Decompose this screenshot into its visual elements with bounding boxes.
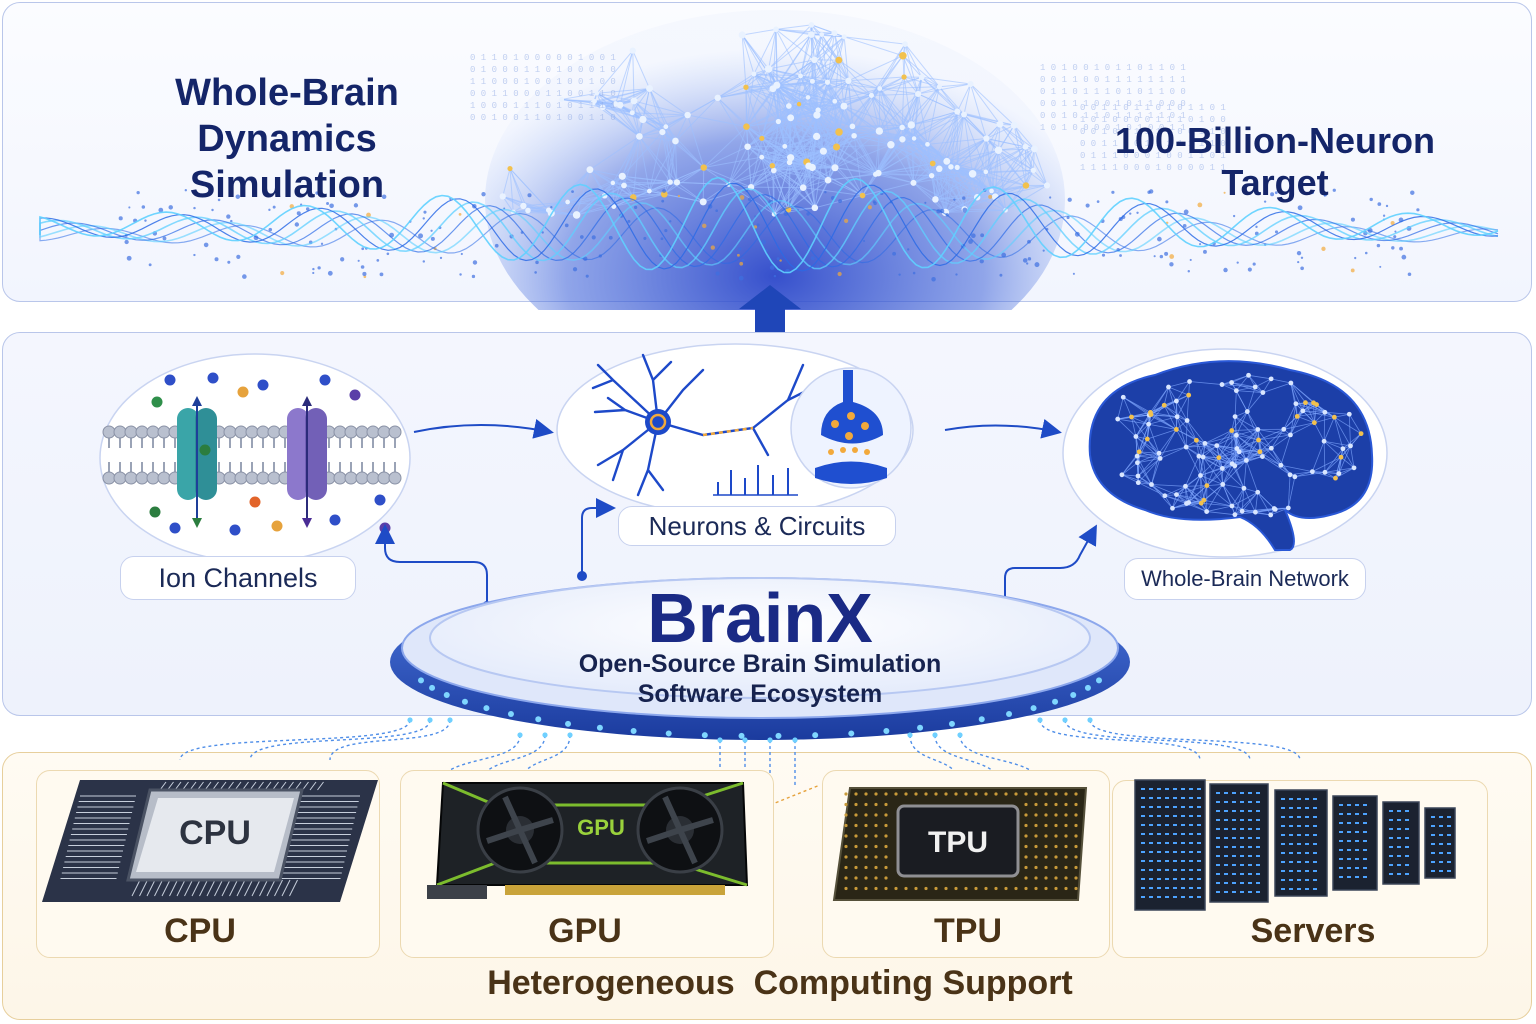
svg-text:1 0 0 0 1 1 1 0 1 0 1 1 1 1: 1 0 0 0 1 1 1 0 1 0 1 1 1 1 — [470, 101, 616, 111]
tpu-chip-text: TPU — [928, 826, 988, 859]
gpu-chip-text: GPU — [577, 815, 625, 840]
cpu-chip-image: CPU — [42, 780, 378, 902]
arrow-ion-to-neuron — [413, 419, 554, 439]
brainx-subtitle-line1: Open-Source Brain Simulation — [578, 650, 942, 678]
signal-waves — [39, 176, 1499, 274]
gpu-card-image: GPU — [427, 781, 749, 899]
svg-text:0 0 1 0 1 1 0 1 1 1 1 1 0 1: 0 0 1 0 1 1 0 1 1 1 1 1 0 1 — [1040, 111, 1186, 121]
platform-lights — [417, 677, 1103, 739]
binary-stream: 0 1 1 0 1 0 0 0 0 0 1 0 0 1 0 1 0 0 0 1 … — [470, 53, 1226, 173]
whole-brain-network-label: Whole-Brain Network — [1124, 558, 1366, 600]
neuron-circuit-illustration — [556, 343, 914, 517]
gpu-label: GPU — [548, 912, 622, 950]
svg-text:1 1 1 1 0 0 0 1 0 0 0 0 1 1: 1 1 1 1 0 0 0 1 0 0 0 0 1 1 — [1080, 163, 1226, 173]
svg-text:0 1 1 1 0 0 0 1 0 0 1 1 0 1: 0 1 1 1 0 0 0 1 0 0 1 1 0 1 — [1080, 151, 1226, 161]
svg-text:1 1 0 0 0 1 0 0 1 0 0 1 0 0: 1 1 0 0 0 1 0 0 1 0 0 1 0 0 — [470, 77, 616, 87]
svg-text:1 0 1 0 0 1 0 1 1 0 1 1 0 1: 1 0 1 0 0 1 0 1 1 0 1 1 0 1 — [1040, 63, 1186, 73]
neurons-circuits-label: Neurons & Circuits — [618, 506, 896, 546]
svg-text:0 0 1 1 0 1 1 0 1 0 1 1 0 1: 0 0 1 1 0 1 1 0 1 0 1 1 0 1 — [1080, 103, 1226, 113]
gpu-pcie-connector — [505, 885, 725, 895]
brainx-subtitle-line2: Software Ecosystem — [637, 680, 883, 708]
platform-top — [429, 577, 1091, 699]
postsynaptic-terminal — [815, 461, 887, 484]
ion-channel-illustration — [99, 353, 411, 563]
spike-train — [713, 465, 798, 496]
brain-network-nodes — [1115, 372, 1364, 518]
cpu-chip-text: CPU — [179, 814, 251, 852]
svg-text:0 0 1 0 1 1 1 1 1 0 0 1 1 0: 0 0 1 0 1 1 1 1 1 0 0 1 1 0 — [1080, 127, 1226, 137]
servers-label: Servers — [1250, 912, 1376, 950]
tpu-label: TPU — [934, 912, 1002, 950]
brain-wave-illustration: 0 1 1 0 1 0 0 0 0 0 1 0 0 1 0 1 0 0 0 1 … — [39, 10, 1499, 310]
top-title-line2: Dynamics Simulation — [189, 118, 385, 206]
neuron-soma — [645, 409, 671, 435]
link-platform-network — [1004, 524, 1097, 603]
svg-text:0 1 0 0 0 1 1 0 1 0 0 0 1 0: 0 1 0 0 0 1 1 0 1 0 0 0 1 0 — [470, 65, 616, 75]
arrow-neuron-to-network — [944, 418, 1062, 439]
tpu-die — [896, 804, 1020, 878]
tpu-board-image: TPU — [832, 787, 1088, 901]
svg-text:1 0 1 0 0 0 0 1 0 1 0 0 1 1: 1 0 1 0 0 0 0 1 0 1 0 0 1 1 — [1040, 123, 1186, 133]
gpu-fan-right — [636, 786, 724, 874]
svg-text:0 0 1 1 0 0 1 1 1 1 1 1 1 1: 0 0 1 1 0 0 1 1 1 1 1 1 1 1 — [1040, 75, 1186, 85]
brain-network-illustration — [1062, 348, 1388, 558]
brainx-title: BrainX — [647, 579, 873, 657]
gpu-fan-left — [476, 786, 564, 874]
top-title-line1: Whole-Brain — [175, 72, 399, 114]
brainx-platform — [390, 577, 1130, 740]
svg-text:0 0 1 1 0 0 1 1 1 1 1 1 1 0: 0 0 1 1 0 0 1 1 1 1 1 1 1 0 — [1080, 139, 1226, 149]
svg-text:0 1 1 0 1 1 1 0 1 0 1 1 0 0: 0 1 1 0 1 1 1 0 1 0 1 1 0 0 — [1040, 87, 1186, 97]
svg-text:0 1 1 0 1 0 0 0 0 0 1 0 0 1: 0 1 1 0 1 0 0 0 0 0 1 0 0 1 — [470, 53, 616, 63]
svg-text:0 0 1 0 0 1 1 0 1 0 0 1 1 0: 0 0 1 0 0 1 1 0 1 0 0 1 1 0 — [470, 113, 616, 123]
svg-text:1 0 1 0 0 0 0 1 1 1 0 1 0 0: 1 0 1 0 0 0 0 1 1 1 0 1 0 0 — [1080, 115, 1226, 125]
link-platform-ion — [375, 524, 488, 606]
channel-protein-purple — [287, 408, 327, 500]
ion-channels-label: Ion Channels — [120, 556, 356, 600]
cpu-label: CPU — [164, 912, 236, 950]
server-racks-image — [1134, 779, 1456, 911]
gpu-bracket — [427, 885, 487, 899]
neuron-target-label: 100-Billion-Neuron Target — [1114, 120, 1436, 203]
svg-text:0 0 1 1 0 0 0 1 1 0 0 1 1 0: 0 0 1 1 0 0 0 1 1 0 0 1 1 0 — [470, 89, 616, 99]
up-arrow-icon — [739, 285, 801, 333]
heterogeneous-computing-caption: Heterogeneous Computing Support — [487, 964, 1073, 1002]
link-platform-neuron — [581, 498, 616, 576]
hardware-data-links — [179, 717, 1301, 850]
top-title: Whole-Brain Dynamics Simulation — [102, 70, 472, 208]
svg-text:0 0 1 1 1 0 0 1 0 1 1 0 0 0: 0 0 1 1 1 0 0 1 0 1 1 0 0 0 — [1040, 99, 1186, 109]
